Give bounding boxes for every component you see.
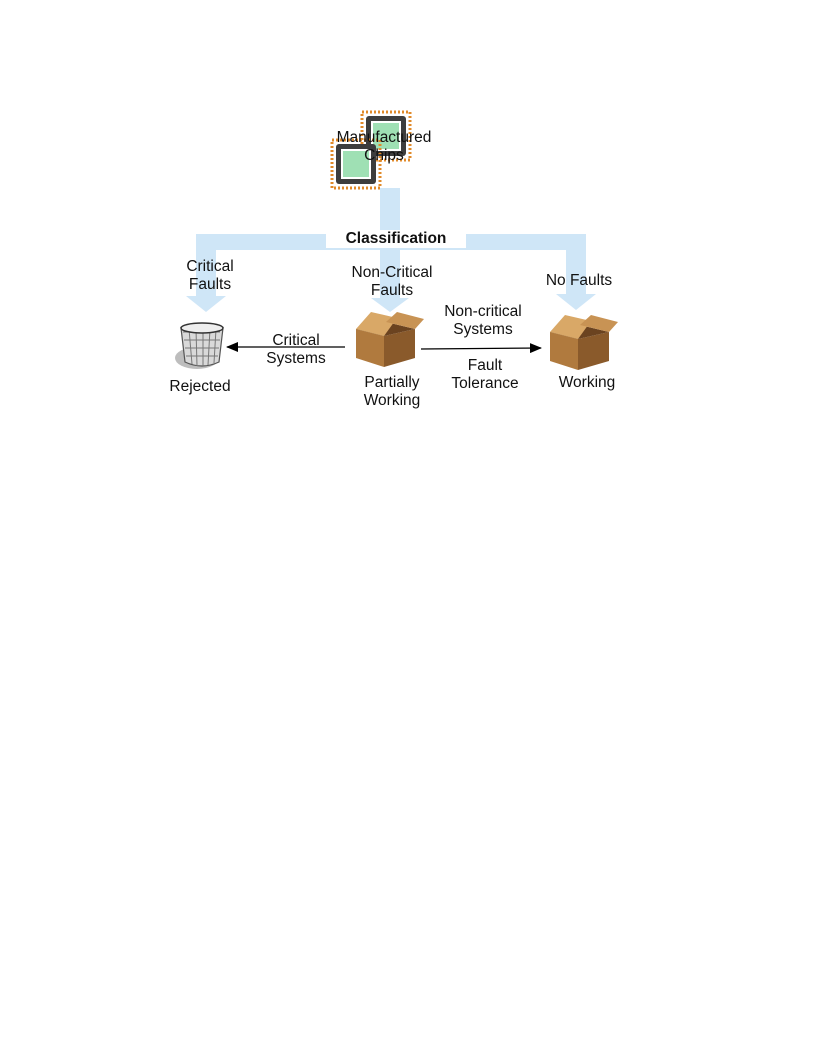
open-box-icon [550,315,618,370]
open-box-icon [356,312,424,367]
flow-middle-stem [380,250,400,298]
non-critical-systems-line-2: Systems [453,321,513,338]
edge-critical-systems-label: Critical Systems [256,332,336,368]
partially-working-line-2: Working [363,392,421,409]
partially-working-line-1: Partially [364,374,420,391]
rejected-label: Rejected [169,378,231,395]
flow-right-head [556,294,596,310]
no-faults-label: No Faults [545,272,613,289]
non-critical-faults-line-1: Non-Critical [351,264,433,281]
critical-systems-line-1: Critical [272,332,320,349]
fault-tolerance-line-2: Tolerance [451,375,519,392]
source-label: Manufactured Chips [334,129,434,165]
critical-faults-label: Critical Faults [170,258,250,294]
flow-left-stem [196,234,216,296]
critical-faults-line-2: Faults [188,276,232,293]
critical-systems-line-2: Systems [266,350,326,367]
fault-tolerance-line-1: Fault [467,357,503,374]
flow-right-stem [566,234,586,294]
edge-to-working [420,343,542,354]
edge-non-critical-systems-label: Non-critical Systems [436,303,530,339]
trash-bin-icon [175,322,224,369]
chip-icon [330,110,412,190]
non-critical-faults-line-2: Faults [370,282,414,299]
working-label: Working [558,374,616,391]
classification-label: Classification [326,230,466,248]
non-critical-systems-line-1: Non-critical [444,303,522,320]
edge-fault-tolerance-label: Fault Tolerance [440,357,530,393]
flow-middle-head [371,298,409,312]
flow-trunk [380,188,400,234]
source-label-line-2: Chips [364,147,404,164]
critical-faults-line-1: Critical [186,258,234,275]
non-critical-faults-label: Non-Critical Faults [341,264,443,300]
flow-left-head [186,296,226,312]
partially-working-label: Partially Working [352,374,432,410]
source-label-line-1: Manufactured [336,129,432,146]
